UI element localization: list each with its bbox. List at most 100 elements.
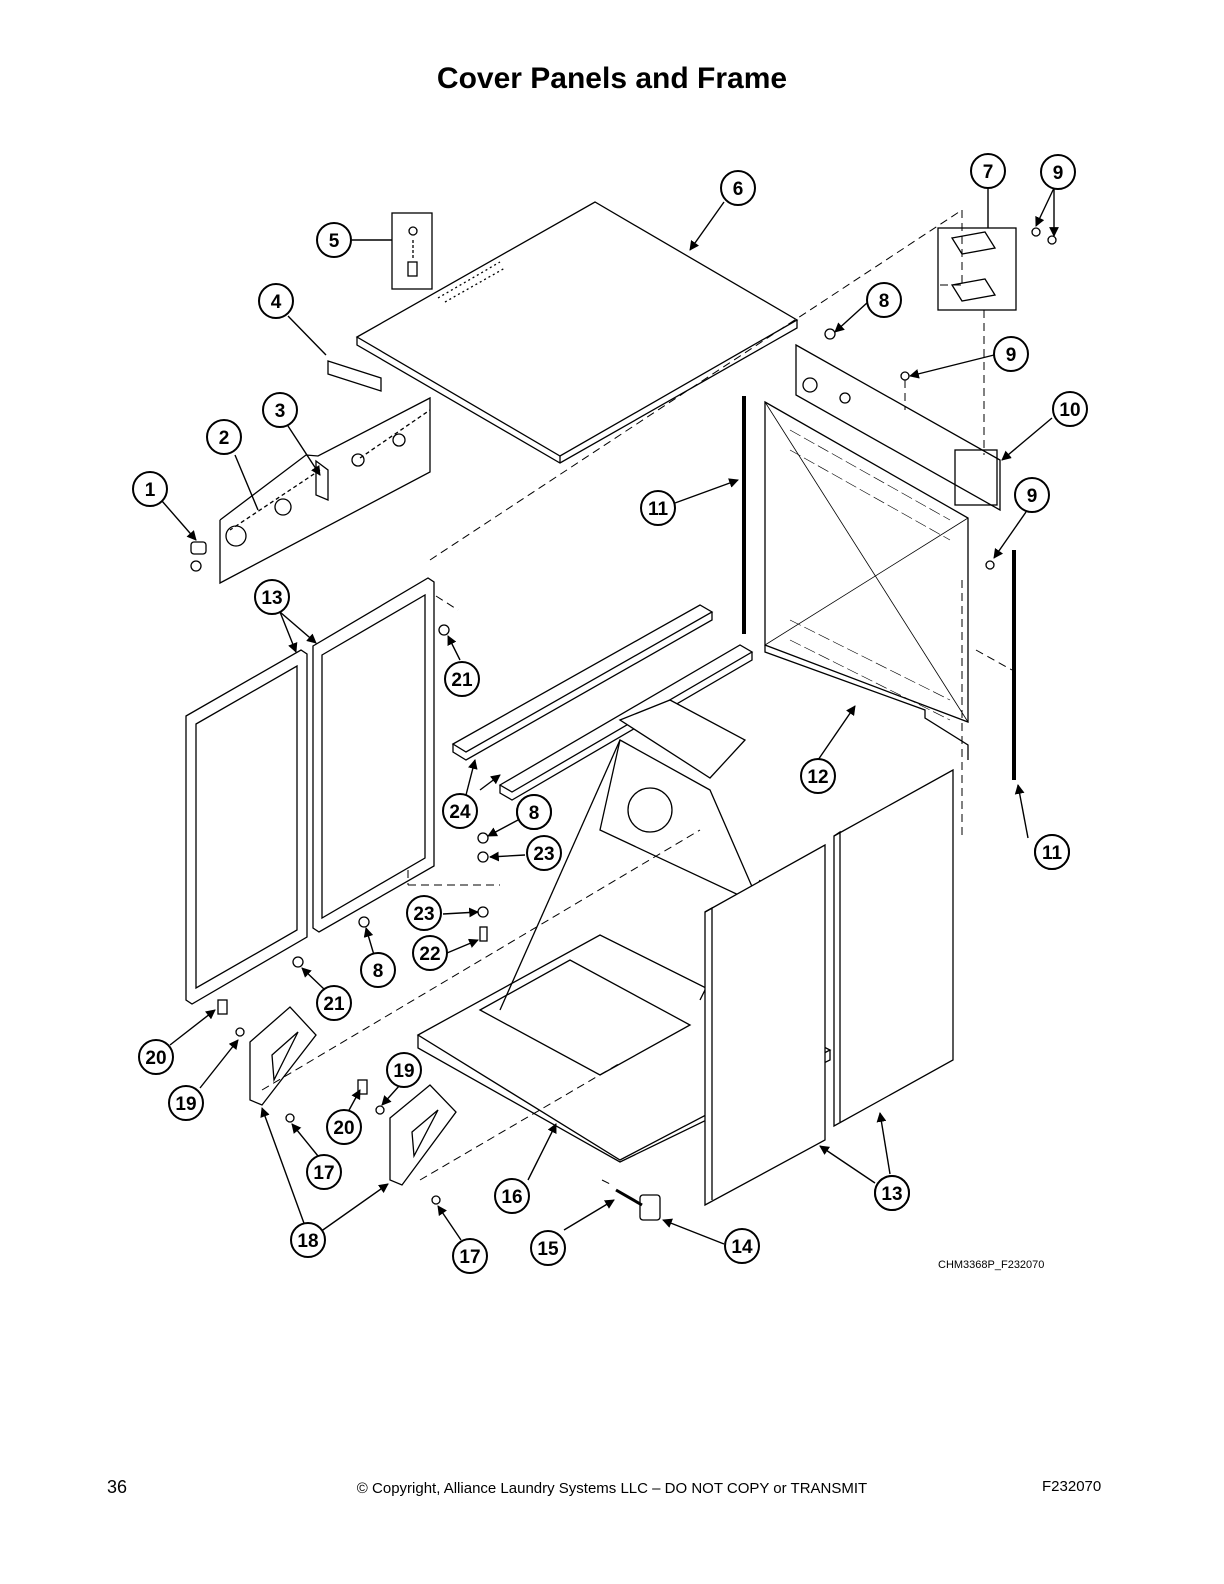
part-1-key: [190, 541, 207, 572]
callout-9: 9: [993, 336, 1029, 372]
callout-9: 9: [1014, 477, 1050, 513]
callout-label: 17: [313, 1163, 334, 1184]
callout-13: 13: [254, 579, 290, 615]
callout-20: 20: [326, 1109, 362, 1145]
callout-22: 22: [412, 935, 448, 971]
callout-9: 9: [1040, 154, 1076, 190]
callout-10: 10: [1052, 391, 1088, 427]
callout-13: 13: [874, 1175, 910, 1211]
callout-circle: [874, 1175, 910, 1211]
callout-circle: [800, 758, 836, 794]
callout-19: 19: [386, 1052, 422, 1088]
callout-circle: [290, 1222, 326, 1258]
callout-circle: [993, 336, 1029, 372]
callout-5: 5: [316, 222, 352, 258]
callout-label: 9: [1027, 486, 1038, 507]
callout-label: 20: [145, 1048, 166, 1069]
callout-circle: [254, 579, 290, 615]
callout-11: 11: [640, 490, 676, 526]
callout-2: 2: [206, 419, 242, 455]
callout-label: 5: [329, 231, 340, 252]
callout-circle: [306, 1154, 342, 1190]
callout-label: 19: [175, 1094, 196, 1115]
callout-label: 15: [537, 1239, 559, 1260]
callout-circle: [724, 1228, 760, 1264]
callout-label: 11: [648, 499, 669, 520]
callout-circle: [168, 1085, 204, 1121]
callout-circle: [412, 935, 448, 971]
callout-1: 1: [132, 471, 168, 507]
callout-label: 6: [733, 179, 744, 200]
callout-label: 23: [533, 844, 554, 865]
callout-circle: [640, 490, 676, 526]
callout-7: 7: [970, 153, 1006, 189]
rear-panel: [764, 400, 969, 760]
callout-circle: [138, 1039, 174, 1075]
callout-label: 21: [451, 670, 473, 691]
callout-label: 10: [1059, 400, 1080, 421]
top-panel: [355, 201, 799, 464]
callout-8: 8: [516, 794, 552, 830]
callout-label: 18: [297, 1231, 318, 1252]
callout-label: 12: [807, 767, 828, 788]
rear-top-bracket: [795, 343, 1001, 512]
callout-circle: [360, 952, 396, 988]
callout-label: 14: [731, 1237, 753, 1258]
callout-label: 8: [373, 961, 384, 982]
callout-label: 8: [529, 803, 540, 824]
assembly-guide-lines: [261, 209, 1013, 1186]
leader-arrows: [161, 187, 1059, 1245]
callout-label: 16: [501, 1187, 522, 1208]
callout-label: 24: [449, 802, 471, 823]
callout-23: 23: [406, 895, 442, 931]
callout-label: 23: [413, 904, 434, 925]
copyright-notice: © Copyright, Alliance Laundry Systems LL…: [356, 1480, 868, 1497]
callout-label: 7: [983, 162, 994, 183]
callout-circle: [494, 1178, 530, 1214]
callout-circle: [444, 661, 480, 697]
callout-label: 19: [393, 1061, 414, 1082]
callout-23: 23: [526, 835, 562, 871]
page-title: Cover Panels and Frame: [436, 62, 788, 95]
callout-6: 6: [720, 170, 756, 206]
callout-circle: [1014, 477, 1050, 513]
callout-circle: [516, 794, 552, 830]
callout-18: 18: [290, 1222, 326, 1258]
callout-8: 8: [866, 282, 902, 318]
callout-label: 3: [275, 401, 286, 422]
callout-16: 16: [494, 1178, 530, 1214]
callout-label: 13: [261, 588, 282, 609]
callout-14: 14: [724, 1228, 760, 1264]
part-callouts: 1234567888899910111111121313131415161717…: [132, 153, 1088, 1274]
callout-label: 2: [219, 428, 230, 449]
corner-braces: [249, 1006, 457, 1186]
callout-circle: [132, 471, 168, 507]
callout-24: 24: [442, 793, 478, 829]
callout-circle: [258, 283, 294, 319]
part-5-fastener-box: [391, 212, 433, 290]
left-side-panels: [185, 577, 435, 1005]
callout-circle: [866, 282, 902, 318]
page-number: 36: [107, 1477, 128, 1497]
callout-circle: [316, 985, 352, 1021]
callout-17: 17: [306, 1154, 342, 1190]
callout-circle: [386, 1052, 422, 1088]
callout-4: 4: [258, 283, 294, 319]
callout-label: 9: [1053, 163, 1064, 184]
callout-circle: [406, 895, 442, 931]
part-7-hinge-box: [937, 227, 1017, 311]
callout-label: 13: [881, 1184, 902, 1205]
front-right-panels: [704, 768, 954, 1207]
callout-21: 21: [444, 661, 480, 697]
callout-8: 8: [360, 952, 396, 988]
callout-label: 17: [459, 1247, 480, 1268]
callout-circle: [1040, 154, 1076, 190]
callout-21: 21: [316, 985, 352, 1021]
callout-label: 8: [879, 291, 890, 312]
callout-label: 22: [419, 944, 440, 965]
callout-circle: [1052, 391, 1088, 427]
callout-11: 11: [1034, 834, 1070, 870]
callout-17: 17: [452, 1238, 488, 1274]
callout-circle: [970, 153, 1006, 189]
